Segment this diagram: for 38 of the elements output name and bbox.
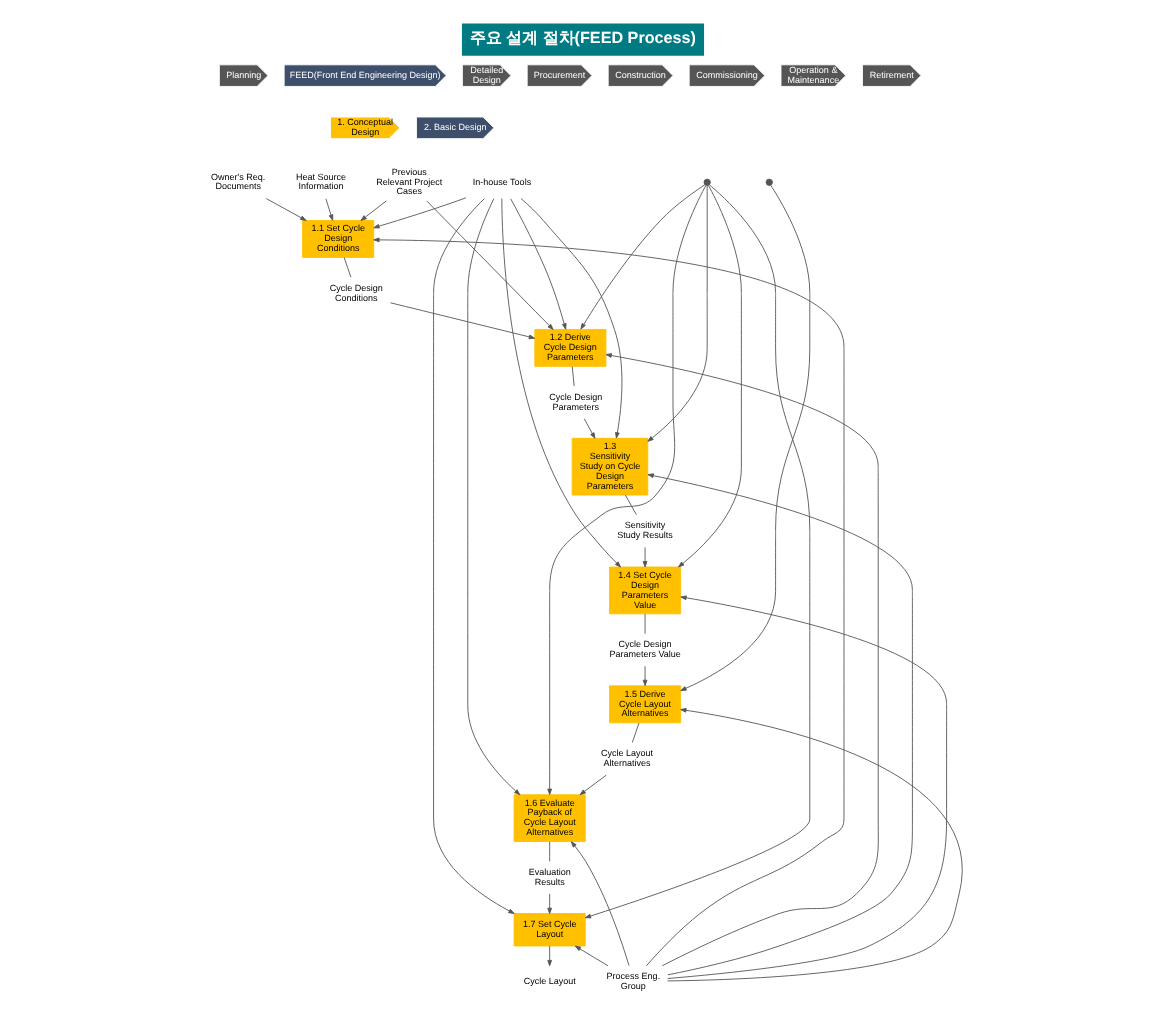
arrow — [547, 945, 552, 967]
diagram-title: 주요 설계 절차(FEED Process) — [469, 28, 697, 47]
arrow — [667, 595, 948, 979]
connector — [631, 722, 640, 743]
arrow — [433, 198, 515, 914]
arrow — [547, 185, 707, 795]
arrow — [647, 473, 913, 976]
arrow — [678, 185, 742, 568]
arrow — [360, 200, 387, 221]
arrow — [520, 198, 623, 439]
arrow — [426, 200, 554, 330]
arrow — [574, 945, 609, 967]
arrow — [583, 418, 596, 439]
arrow — [647, 185, 708, 442]
arrow — [580, 184, 706, 330]
arrow — [547, 893, 552, 915]
node-dot — [703, 178, 711, 186]
arrow — [680, 184, 811, 692]
arrow — [579, 774, 607, 796]
arrow — [373, 237, 845, 967]
arrow — [373, 197, 467, 229]
arrow — [265, 198, 307, 221]
arrow — [642, 665, 648, 687]
connector — [343, 257, 352, 278]
connector — [571, 366, 575, 387]
arrow — [642, 546, 648, 568]
connector — [625, 494, 637, 516]
arrow — [570, 841, 630, 967]
arrow — [584, 184, 811, 919]
arrow — [467, 198, 521, 796]
arrow — [501, 198, 622, 568]
node-dot — [765, 178, 773, 186]
arrow — [390, 302, 536, 340]
arrow — [667, 708, 963, 982]
connector — [549, 841, 551, 862]
connector — [644, 613, 646, 635]
arrow — [510, 198, 567, 330]
arrow — [325, 198, 334, 221]
